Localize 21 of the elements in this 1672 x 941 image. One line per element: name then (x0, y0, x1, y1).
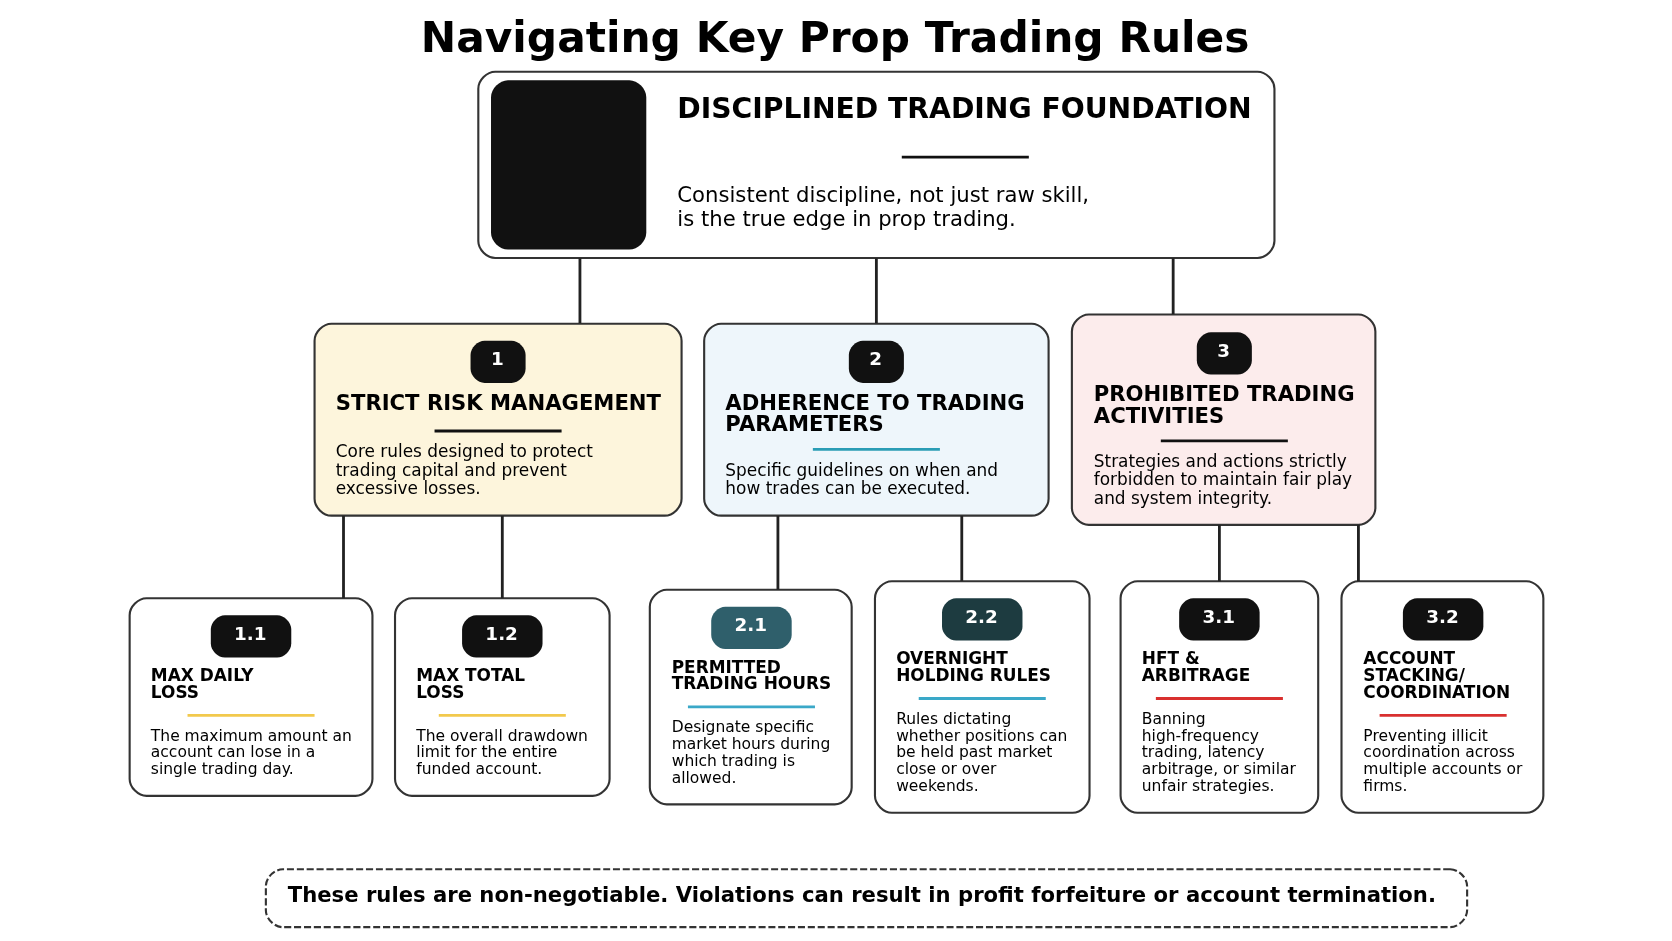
node-box: 3.1 HFT & ARBITRAGE Banning high-frequency trading, latency arbitrage, or similar unfair strategies. (1119, 580, 1319, 814)
connector (1356, 524, 1360, 582)
node-box: DISCIPLINED TRADING FOUNDATION Consistent discipline, not just raw skill, is the true edge in prop trading. (476, 70, 1275, 260)
node-box: 2.2 OVERNIGHT HOLDING RULES Rules dictating whether positions can be held past market close or over weekends. (873, 580, 1091, 814)
node-box: 3 PROHIBITED TRADING ACTIVITIES Strategies and actions strictly forbidden to maintain fair play and system integrity. (1070, 313, 1376, 526)
node-box: 1.1 MAX DAILY LOSS The maximum amount an account can lose in a single trading day. (128, 597, 373, 797)
connector (341, 515, 345, 599)
connector (959, 515, 963, 581)
node-box: 3.2 ACCOUNT STACKING/ COORDINATION Preventing illicit coordination across multiple accounts or firms. (1339, 580, 1544, 814)
connector (776, 515, 779, 590)
node-box: 1.2 MAX TOTAL LOSS The overall drawdown limit for the entire funded account. (393, 597, 611, 797)
node-box: 2 ADHERENCE TO TRADING PARAMETERS Specific guidelines on when and how trades can be executed. (702, 322, 1050, 517)
node-box: 1 STRICT RISK MANAGEMENT Core rules designed to protect trading capital and prevent excessive losses. (313, 322, 683, 517)
connector (1217, 524, 1221, 582)
connector (874, 258, 878, 324)
node-box: These rules are non-negotiable. Violations can result in profit forfeiture or account termination. (264, 868, 1468, 929)
connector (500, 515, 504, 599)
connector (1171, 258, 1175, 315)
diagram-title: Navigating Key Prop Trading Rules (420, 12, 1250, 62)
node-box: 2.1 PERMITTED TRADING HOURS Designate specific market hours during which trading is allowed. (648, 588, 853, 806)
connector (578, 258, 581, 324)
